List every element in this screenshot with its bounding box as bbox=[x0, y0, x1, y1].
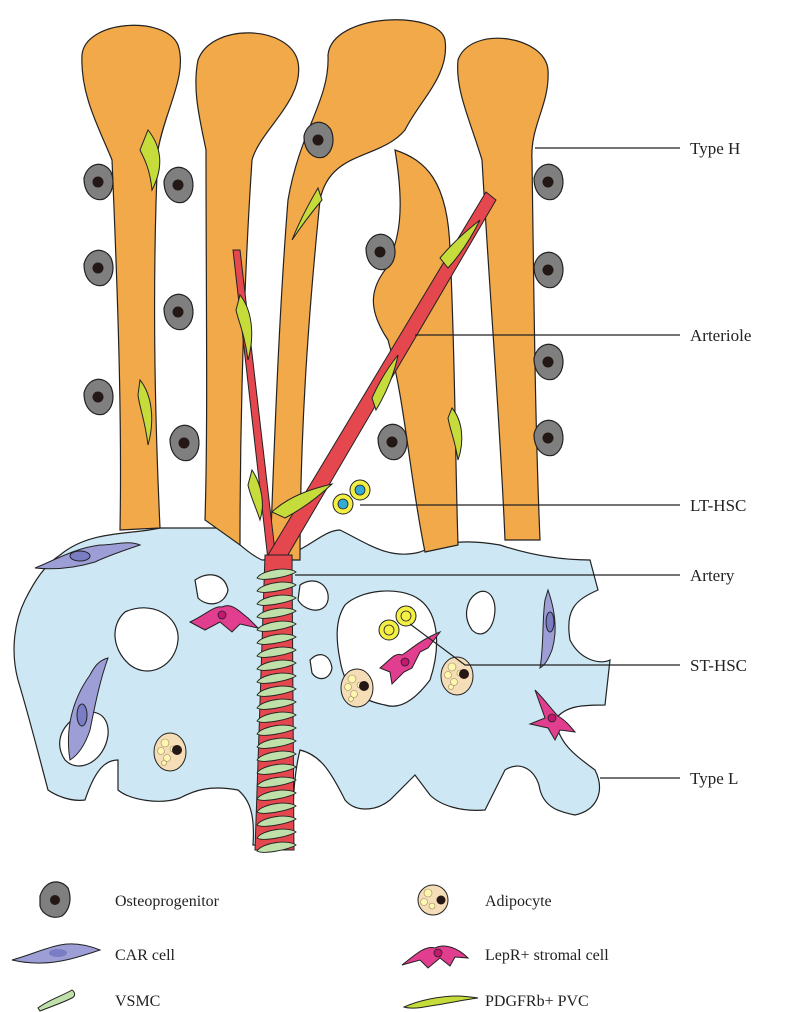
osteoprogenitor-cell bbox=[170, 425, 199, 460]
pvc-swatch bbox=[404, 996, 478, 1008]
osteoprogenitor-cell bbox=[534, 252, 563, 287]
osteoprogenitor-cell bbox=[84, 164, 113, 199]
st-hsc-cell bbox=[379, 620, 399, 640]
legend-label-vsmc: VSMC bbox=[115, 993, 160, 1010]
osteoprogenitor-cell bbox=[534, 344, 563, 379]
osteoprogenitor-cell bbox=[534, 420, 563, 455]
label-artery: Artery bbox=[690, 566, 735, 585]
osteoprogenitor-cell bbox=[84, 250, 113, 285]
osteoprogenitor-cell bbox=[304, 122, 333, 157]
legend-item-car-cell: CAR cell bbox=[12, 944, 176, 964]
osteoprogenitor-cell bbox=[366, 234, 395, 269]
vsmc-swatch bbox=[38, 990, 75, 1011]
sinusoid-gap bbox=[195, 575, 228, 604]
legend-item-pvc: PDGFRb+ PVC bbox=[404, 993, 589, 1010]
sinusoid-gap bbox=[298, 581, 328, 610]
legend-label-adipocyte: Adipocyte bbox=[485, 893, 552, 910]
legend-item-vsmc: VSMC bbox=[38, 990, 160, 1011]
label-type-l: Type L bbox=[690, 769, 738, 788]
sinusoid-gap bbox=[310, 655, 332, 679]
lepr-swatch bbox=[402, 946, 468, 968]
osteoprogenitor-cell bbox=[164, 294, 193, 329]
legend-label-car-cell: CAR cell bbox=[115, 947, 176, 964]
legend-label-lepr: LepR+ stromal cell bbox=[485, 947, 609, 964]
legend-item-lepr: LepR+ stromal cell bbox=[402, 946, 609, 968]
adipocyte-cell bbox=[154, 733, 186, 771]
type-h-vessel bbox=[458, 38, 549, 540]
legend-label-osteoprogenitor: Osteoprogenitor bbox=[115, 893, 220, 910]
legend: Osteoprogenitor CAR cell VSMC Adipocyte … bbox=[12, 882, 609, 1011]
type-h-vessel bbox=[373, 150, 458, 552]
label-arteriole: Arteriole bbox=[690, 326, 751, 345]
legend-item-osteoprogenitor: Osteoprogenitor bbox=[40, 882, 220, 917]
adipocyte-cell bbox=[441, 657, 473, 695]
label-lt-hsc: LT-HSC bbox=[690, 496, 746, 515]
osteoprogenitor-cell bbox=[164, 167, 193, 202]
osteoprogenitor-cell bbox=[378, 424, 407, 459]
lt-hsc-cell bbox=[333, 494, 353, 514]
osteoprogenitor-cell bbox=[534, 164, 563, 199]
label-st-hsc: ST-HSC bbox=[690, 656, 747, 675]
st-hsc-cell bbox=[396, 606, 416, 626]
lt-hsc-cell bbox=[350, 480, 370, 500]
legend-item-adipocyte: Adipocyte bbox=[418, 885, 552, 915]
legend-label-pvc: PDGFRb+ PVC bbox=[485, 993, 589, 1010]
label-type-h: Type H bbox=[690, 139, 740, 158]
adipocyte-cell bbox=[341, 669, 373, 707]
osteoprogenitor-cell bbox=[84, 379, 113, 414]
